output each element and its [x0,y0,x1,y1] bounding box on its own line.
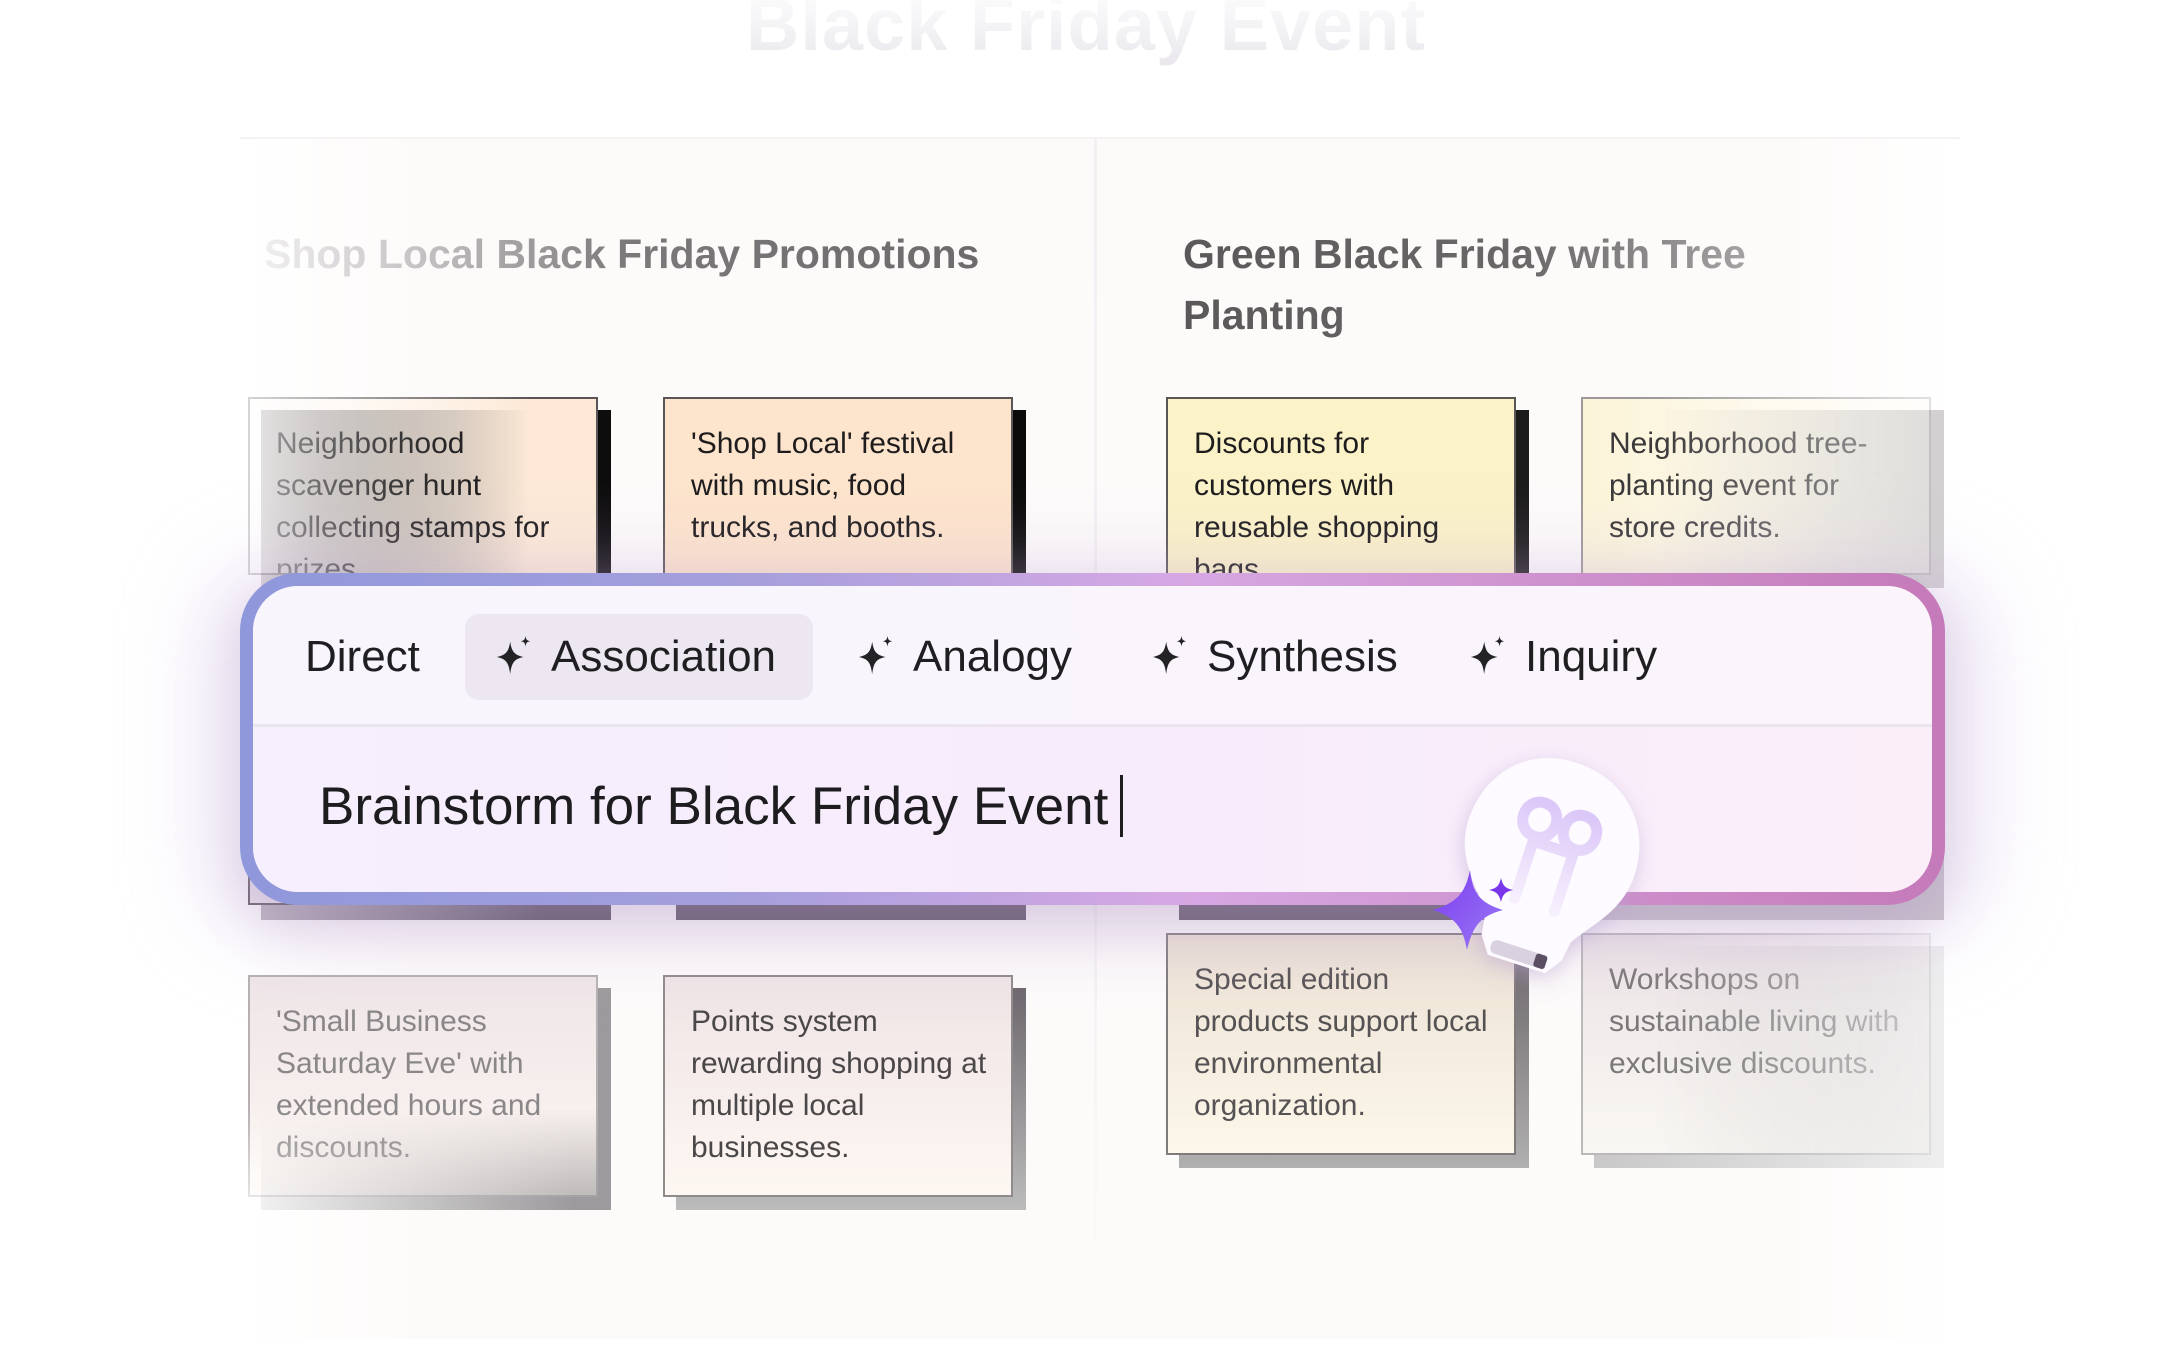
lightbulb-sparkle-icon [1433,758,1640,974]
idea-card[interactable]: Discounts for customers with reusable sh… [1166,397,1516,575]
idea-card[interactable]: Workshops on sustainable living with exc… [1581,933,1931,1155]
sparkle-icon [496,635,531,675]
tab-direct[interactable]: Direct [279,614,446,700]
tab-label: Association [551,632,777,681]
tab-label: Inquiry [1525,632,1658,681]
idea-card-text: 'Small Business Saturday Eve' with exten… [276,1005,542,1164]
idea-card[interactable]: Points system rewarding shopping at mult… [663,975,1013,1197]
idea-card[interactable]: 'Shop Local' festival with music, food t… [663,397,1013,575]
sparkle-icon [1152,635,1187,675]
prompt-input-row: Brainstorm for Black Friday Event [253,727,1932,892]
sparkle-icon [1470,635,1505,675]
idea-card-text: Workshops on sustainable living with exc… [1609,963,1900,1080]
mode-tabs: Direct Association Analogy [253,586,1932,727]
sparkle-icon [858,635,893,675]
prompt-composer: Direct Association Analogy [240,573,1945,905]
idea-card-text: Neighborhood tree-planting event for sto… [1609,427,1868,544]
idea-card[interactable]: Special edition products support local e… [1166,933,1516,1155]
idea-card-text: Special edition products support local e… [1194,963,1488,1122]
tab-analogy[interactable]: Analogy [827,614,1098,700]
text-caret [1120,775,1124,837]
page-title: Black Friday Event [0,0,2172,67]
column-heading-shop-local: Shop Local Black Friday Promotions [264,224,1064,285]
prompt-input[interactable]: Brainstorm for Black Friday Event [319,775,1124,837]
tab-label: Synthesis [1207,632,1398,681]
column-heading-green-black-friday: Green Black Friday with Tree Planting [1183,224,1803,346]
idea-card-text: Neighborhood scavenger hunt collecting s… [276,427,550,575]
idea-card[interactable]: Neighborhood tree-planting event for sto… [1581,397,1931,575]
idea-card-text: Discounts for customers with reusable sh… [1194,427,1440,575]
prompt-composer-body: Direct Association Analogy [253,586,1932,892]
prompt-input-value: Brainstorm for Black Friday Event [319,776,1109,836]
tab-inquiry[interactable]: Inquiry [1439,614,1683,700]
idea-card[interactable]: Neighborhood scavenger hunt collecting s… [248,397,598,575]
tab-label: Direct [305,632,420,681]
idea-card-text: 'Shop Local' festival with music, food t… [691,427,955,544]
tab-label: Analogy [913,632,1073,681]
tab-synthesis[interactable]: Synthesis [1121,614,1424,700]
idea-card[interactable]: 'Small Business Saturday Eve' with exten… [248,975,598,1197]
idea-card-text: Points system rewarding shopping at mult… [691,1005,987,1164]
tab-association[interactable]: Association [465,614,813,700]
